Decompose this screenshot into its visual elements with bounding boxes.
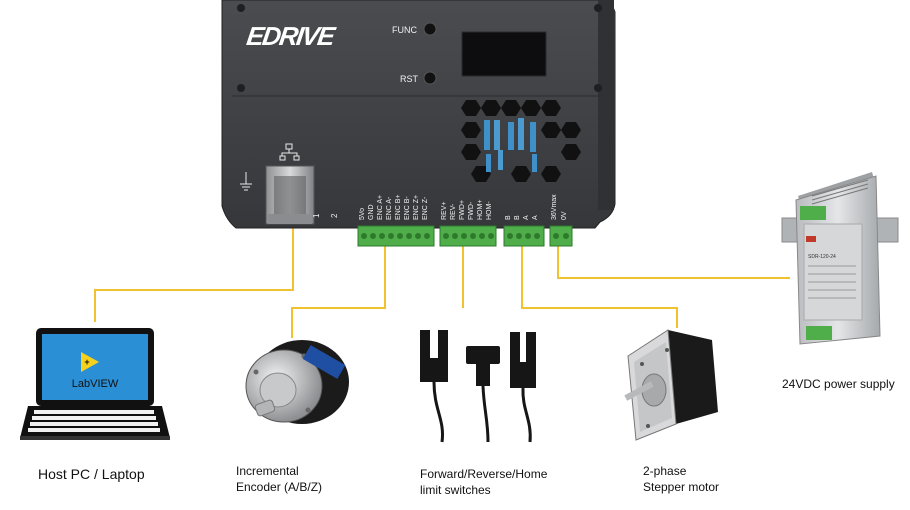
laptop-icon: + LabVIEW <box>20 328 170 440</box>
func-button <box>423 22 437 36</box>
screw-icon <box>594 84 602 92</box>
pin-label: GND <box>368 204 375 220</box>
limit-switches-label-line1: Forward/Reverse/Home <box>420 467 548 481</box>
display-window <box>461 31 547 77</box>
pin-labels: 5Vo GND ENC A+ ENC A- ENC B+ ENC B- ENC … <box>359 194 568 220</box>
rst-label: RST <box>400 74 419 84</box>
edrive-controller: EDRIVE FUNC RST <box>221 0 616 247</box>
encoder-label-line2: Encoder (A/B/Z) <box>236 480 323 494</box>
pin-label: HOM- <box>486 201 493 220</box>
pin-label: B <box>505 215 512 220</box>
terminal-block-power <box>549 225 573 247</box>
pin-label: ENC B- <box>404 196 411 220</box>
host-pc-label: Host PC / Laptop <box>38 466 145 482</box>
limit-switches-label-line2: limit switches <box>420 483 491 497</box>
encoder-icon <box>245 340 349 424</box>
stepper-motor-label-line1: 2-phase <box>643 464 687 478</box>
port-number-1: 1 <box>312 213 321 218</box>
port-number-2: 2 <box>330 213 339 218</box>
stepper-motor-label: 2-phase Stepper motor <box>643 463 753 495</box>
pin-label: 36Vmax <box>551 194 558 220</box>
terminal-blocks <box>357 225 573 247</box>
pin-label: ENC B+ <box>395 195 402 220</box>
pin-label: A <box>532 215 539 220</box>
ethernet-port <box>265 165 315 225</box>
pin-label: ENC Z- <box>422 196 429 220</box>
brand-logo: EDRIVE <box>245 21 339 51</box>
pin-label: FWD- <box>468 201 475 220</box>
wire-encoder <box>291 245 386 338</box>
pin-label: FWD+ <box>459 200 466 220</box>
pin-label: HOM+ <box>477 200 484 220</box>
ground-icon <box>240 172 252 191</box>
power-supply-icon: SDR-120-24 <box>781 172 899 345</box>
power-supply-label: 24VDC power supply <box>782 377 895 391</box>
stepper-motor-icon <box>624 329 718 441</box>
encoder-label: Incremental Encoder (A/B/Z) <box>236 463 346 495</box>
pin-label: 0V <box>561 211 568 220</box>
rst-button <box>423 71 437 85</box>
pin-label: ENC Z+ <box>413 195 420 220</box>
terminal-block-encoder <box>357 225 435 247</box>
pin-label: 5Vo <box>359 208 366 220</box>
pin-label: REV- <box>450 203 457 220</box>
limit-switches-label: Forward/Reverse/Home limit switches <box>420 466 570 498</box>
pin-label: ENC A- <box>386 196 393 220</box>
vent-grid <box>461 100 581 182</box>
encoder-label-line1: Incremental <box>236 464 299 478</box>
svg-text:+: + <box>84 357 89 367</box>
wiring <box>94 226 790 338</box>
limit-switches-icon <box>420 330 536 443</box>
labview-label: LabVIEW <box>72 378 119 390</box>
pin-label: ENC A+ <box>377 195 384 220</box>
terminal-block-switches <box>439 225 497 247</box>
wire-power <box>557 245 790 279</box>
wire-motor <box>521 245 678 328</box>
labview-logo-icon <box>81 352 99 372</box>
pin-label: A <box>523 215 530 220</box>
screw-icon <box>237 4 245 12</box>
wire-host <box>94 226 294 322</box>
pin-label: B <box>514 215 521 220</box>
screw-icon <box>237 84 245 92</box>
device-flange <box>598 0 614 210</box>
pin-label: REV+ <box>441 202 448 220</box>
stepper-motor-label-line2: Stepper motor <box>643 480 720 494</box>
psu-model-label: SDR-120-24 <box>808 254 836 260</box>
ethernet-icon <box>279 143 300 161</box>
terminal-block-motor <box>503 225 545 247</box>
func-label: FUNC <box>392 25 417 35</box>
screw-icon <box>594 4 602 12</box>
